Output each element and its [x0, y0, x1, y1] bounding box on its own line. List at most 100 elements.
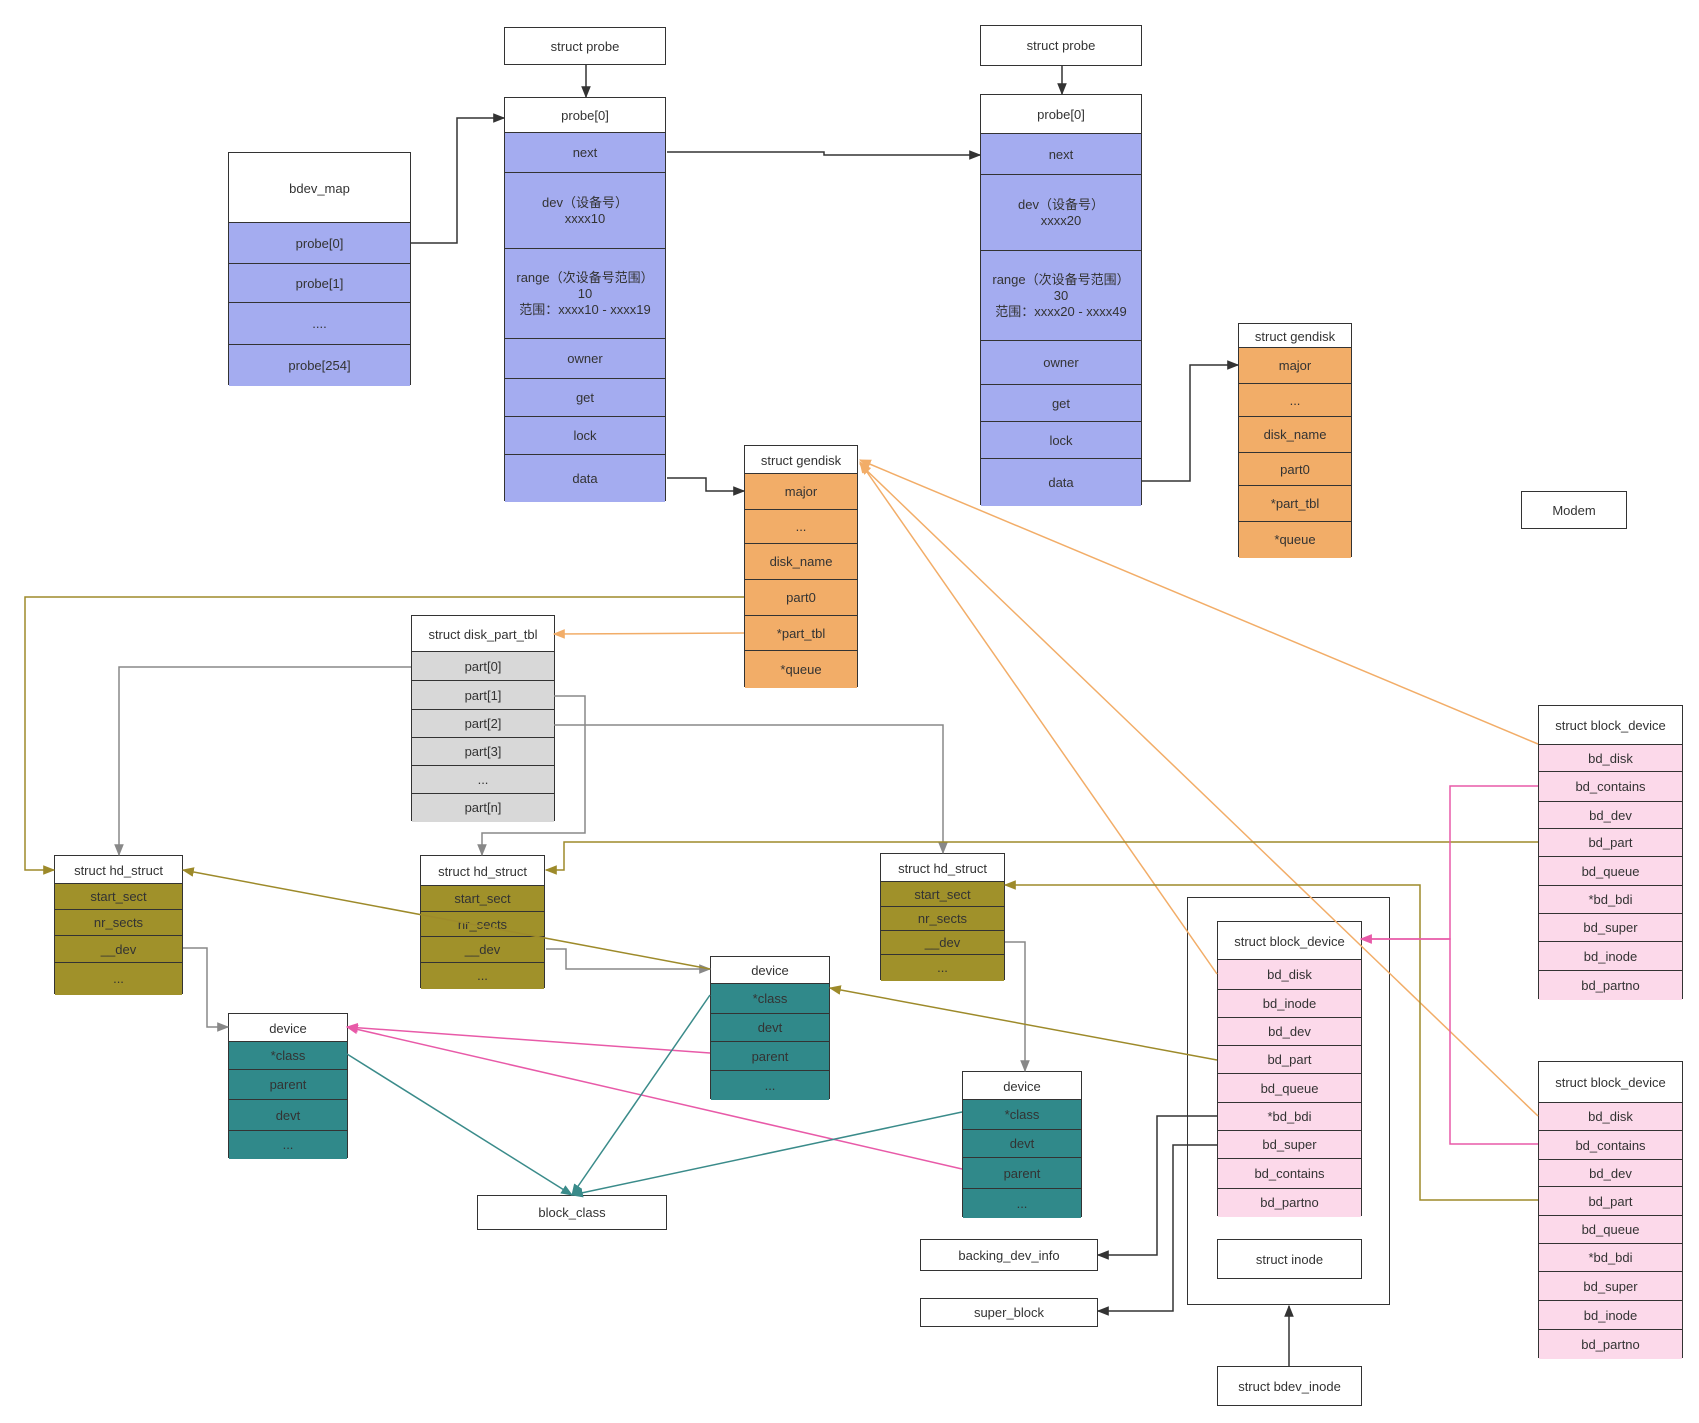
- probe-data-arrow: [1142, 360, 1240, 482]
- bd-disk-arrow: [859, 463, 1539, 1117]
- struct-title: device: [269, 1020, 307, 1036]
- struct-field: ...: [412, 765, 554, 794]
- struct-field: owner: [981, 340, 1141, 385]
- struct-field: bd_queue: [1218, 1073, 1361, 1103]
- struct-field: major: [745, 473, 857, 510]
- bd-super-arrow: [1096, 1144, 1217, 1316]
- struct-field: start_sect: [421, 885, 544, 912]
- parent-arrow: [345, 1022, 711, 1054]
- struct-field: lock: [981, 421, 1141, 459]
- struct-field: major: [1239, 347, 1351, 384]
- struct-probe-box: struct probe: [980, 25, 1142, 66]
- struct-field: ....: [229, 302, 410, 345]
- struct-field: __dev: [55, 935, 182, 963]
- bd-part-arrow: [1003, 880, 1538, 1201]
- parent-arrow: [345, 1024, 963, 1170]
- struct-field: next: [505, 132, 665, 173]
- struct-field: bd_super: [1539, 1271, 1682, 1301]
- struct-field: disk_name: [745, 543, 857, 580]
- struct-inode-box: struct inode: [1217, 1239, 1362, 1279]
- struct-field: __dev: [881, 930, 1004, 955]
- struct-field: range（次设备号范围） 30 范围：xxxx20 - xxxx49: [981, 250, 1141, 341]
- bd-part-arrow: [544, 841, 1538, 875]
- struct-bdev-inode-box: struct bdev_inode: [1217, 1366, 1362, 1406]
- bd-disk-arrow: [858, 459, 1539, 745]
- struct-field: bd_inode: [1539, 1300, 1682, 1330]
- class-arrow: [346, 1053, 574, 1196]
- part-tbl-arrow: [552, 629, 745, 639]
- struct-field: parent: [963, 1157, 1081, 1189]
- bd-contains-arrow: [1359, 785, 1538, 944]
- part-arrow: [477, 695, 586, 857]
- struct-field: bd_contains: [1218, 1158, 1361, 1189]
- struct-field: owner: [505, 338, 665, 379]
- struct-field: *class: [711, 983, 829, 1014]
- struct-field: ...: [963, 1188, 1081, 1218]
- struct-field: ...: [881, 954, 1004, 981]
- struct-field: dev（设备号） xxxx10: [505, 172, 665, 249]
- struct-field: bd_part: [1218, 1045, 1361, 1074]
- bd-bdi-arrow: [1096, 1115, 1217, 1260]
- struct-field: part0: [1239, 452, 1351, 486]
- struct-field: bd_disk: [1539, 744, 1682, 772]
- struct-field: *queue: [1239, 521, 1351, 558]
- struct-field: dev（设备号） xxxx20: [981, 174, 1141, 251]
- dev-arrow: [1005, 941, 1030, 1073]
- struct-field: get: [981, 384, 1141, 422]
- struct-field: data: [505, 454, 665, 502]
- struct-field: nr_sects: [881, 906, 1004, 931]
- bdev-map-probe-arrow: [411, 113, 506, 244]
- struct-field: bd_dev: [1218, 1017, 1361, 1046]
- struct-field: bd_disk: [1218, 959, 1361, 990]
- struct-field: bd_dev: [1539, 1159, 1682, 1187]
- struct-title: struct disk_part_tbl: [428, 626, 538, 642]
- struct-field: nr_sects: [421, 911, 544, 937]
- struct-field: bd_inode: [1539, 941, 1682, 971]
- bd-part-arrow: [181, 867, 711, 970]
- block-class-box: block_class: [477, 1195, 667, 1230]
- struct-field: *bd_bdi: [1539, 885, 1682, 914]
- struct-title: bdev_map: [289, 180, 350, 196]
- struct-field: bd_queue: [1539, 856, 1682, 886]
- struct-title: device: [1003, 1078, 1041, 1094]
- struct-field: parent: [711, 1041, 829, 1071]
- struct-field: bd_partno: [1218, 1188, 1361, 1217]
- struct-field: ...: [1239, 383, 1351, 417]
- struct-field: ...: [745, 509, 857, 544]
- struct-field: *class: [229, 1041, 347, 1070]
- struct-probe-box: struct probe: [504, 27, 666, 65]
- struct-field: bd_dev: [1539, 801, 1682, 829]
- struct-title: struct gendisk: [1254, 328, 1336, 344]
- struct-field: parent: [229, 1069, 347, 1100]
- struct-field: probe[1]: [229, 263, 410, 303]
- struct-title: struct hd_struct: [438, 863, 527, 879]
- struct-field: part[n]: [412, 793, 554, 822]
- class-arrow: [571, 994, 711, 1196]
- backing-dev-info-box: backing_dev_info: [920, 1239, 1098, 1271]
- struct-title: struct block_device: [1234, 933, 1345, 949]
- struct-field: ...: [421, 962, 544, 989]
- struct-title: struct gendisk: [760, 452, 842, 468]
- struct-field: range（次设备号范围） 10 范围：xxxx10 - xxxx19: [505, 248, 665, 339]
- modem-box: Modem: [1521, 491, 1627, 529]
- super-block-box: super_block: [920, 1298, 1098, 1327]
- struct-title: struct hd_struct: [74, 862, 163, 878]
- struct-field: *class: [963, 1099, 1081, 1130]
- struct-field: *part_tbl: [1239, 485, 1351, 522]
- struct-field: part[0]: [412, 651, 554, 681]
- struct-field: ...: [229, 1130, 347, 1159]
- struct-field: bd_super: [1539, 913, 1682, 942]
- struct-field: ...: [55, 962, 182, 995]
- struct-field: probe[254]: [229, 344, 410, 386]
- struct-field: part[3]: [412, 737, 554, 766]
